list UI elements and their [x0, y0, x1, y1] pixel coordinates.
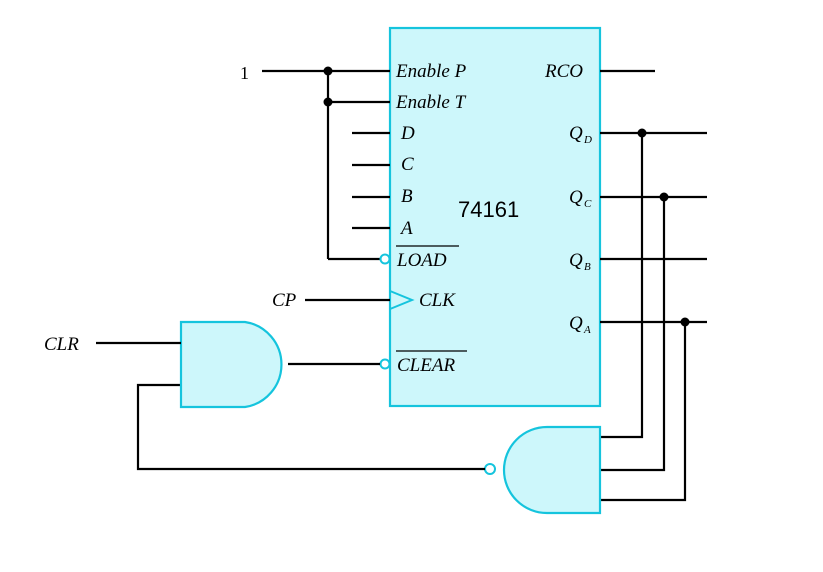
clr-label: CLR — [44, 334, 79, 355]
pin-label-enable-t: Enable T — [395, 92, 467, 113]
nand-output-bubble — [484, 463, 496, 475]
cp-label: CP — [272, 290, 297, 311]
svg-text:Q: Q — [569, 123, 583, 144]
pin-label-qb: Q B — [569, 250, 591, 273]
feedback-wire-qc — [600, 197, 666, 472]
constant-one-label: 1 — [240, 63, 249, 83]
pin-label-load: LOAD — [396, 250, 447, 271]
pin-label-enable-p: Enable P — [395, 61, 467, 82]
pin-label-rco: RCO — [544, 61, 583, 82]
svg-text:B: B — [584, 261, 591, 273]
chip-part-number: 74161 — [458, 197, 519, 222]
load-inversion-bubble — [379, 253, 391, 265]
counter-chip-body — [388, 26, 602, 408]
svg-text:Q: Q — [569, 313, 583, 334]
pin-label-qc: Q C — [569, 187, 592, 210]
nand-gate — [502, 425, 602, 515]
svg-text:D: D — [583, 134, 592, 146]
pin-label-b: B — [401, 186, 413, 207]
clear-inversion-bubble — [379, 358, 391, 370]
junction-dot-enable-t — [323, 97, 333, 107]
wire-nand-to-and — [136, 383, 485, 471]
feedback-wire-qa — [600, 322, 687, 502]
clock-edge-triangle — [389, 290, 415, 310]
svg-text:Q: Q — [569, 187, 583, 208]
pin-label-c: C — [401, 154, 414, 175]
pin-label-a: A — [399, 218, 413, 239]
pin-label-qa: Q A — [569, 313, 591, 336]
svg-text:Q: Q — [569, 250, 583, 271]
pin-label-clk: CLK — [419, 290, 456, 311]
svg-text:C: C — [584, 198, 592, 210]
and-gate — [179, 320, 283, 409]
feedback-wire-qd — [600, 133, 644, 439]
pin-label-clear: CLEAR — [397, 355, 455, 376]
pin-label-qd: Q D — [569, 123, 592, 146]
pin-label-d: D — [400, 123, 415, 144]
svg-text:A: A — [583, 324, 591, 336]
